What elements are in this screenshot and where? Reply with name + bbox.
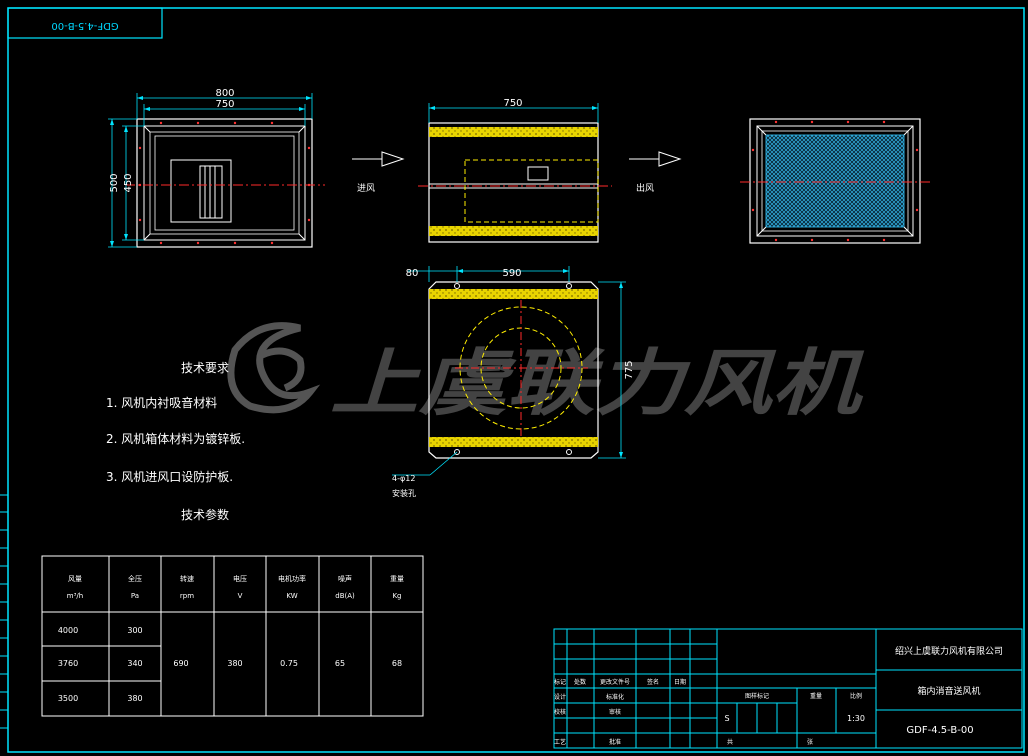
tb-r0-c2: 更改文件号 — [600, 678, 630, 686]
tb-scale-hdr: 比例 — [850, 692, 862, 700]
tb-r1-c2: 标准化 — [606, 693, 624, 701]
cell-power: 0.75 — [280, 659, 298, 668]
label-outlet: 出风 — [636, 182, 654, 194]
hdr-power-unit: KW — [286, 592, 297, 600]
hdr-speed-unit: rpm — [180, 592, 194, 600]
hdr-pressure: 全压 — [128, 574, 142, 583]
tb-sheet-label2: 张 — [807, 738, 813, 746]
watermark: 上虞联力风机 — [227, 322, 865, 425]
front-dim-inner-height: 450 — [123, 173, 134, 192]
param-table — [41, 555, 424, 717]
tb-r1-c0: 设计 — [554, 693, 566, 701]
hdr-noise: 噪声 — [338, 574, 352, 583]
side-view — [418, 103, 612, 243]
front-dim-outer-height: 500 — [109, 173, 120, 192]
top-dim-hole-spacing: 590 — [502, 268, 521, 279]
tb-stage-value: S — [724, 714, 729, 723]
hdr-voltage: 电压 — [233, 574, 247, 583]
requirement-item-2: 2. 风机箱体材料为镀锌板. — [106, 431, 245, 446]
hole-note-line2: 安装孔 — [392, 488, 416, 498]
front-view — [108, 93, 325, 248]
cell-speed: 690 — [173, 659, 188, 668]
requirement-item-1: 1. 风机内衬吸音材料 — [106, 395, 217, 410]
tb-r0-c3: 签名 — [647, 678, 659, 686]
cell-pressure-1: 300 — [127, 626, 142, 635]
tb-r2-c2: 审核 — [609, 708, 621, 716]
top-view — [392, 266, 626, 476]
front-dim-outer-width: 800 — [215, 88, 234, 99]
hdr-noise-unit: dB(A) — [335, 592, 355, 600]
insulation-top — [429, 127, 598, 137]
tb-r4-c0: 工艺 — [554, 738, 566, 746]
tb-r2-c0: 校核 — [554, 708, 566, 716]
tb-r0-c1: 处数 — [574, 678, 586, 686]
technical-requirements: 技术要求 1. 风机内衬吸音材料 2. 风机箱体材料为镀锌板. 3. 风机进风口… — [106, 361, 245, 522]
hdr-pressure-unit: Pa — [131, 592, 139, 600]
hdr-weight-unit: Kg — [392, 592, 401, 600]
label-inlet: 进风 — [357, 183, 375, 194]
top-insulation-top — [429, 289, 598, 299]
top-insulation-bottom — [429, 437, 598, 447]
tb-scale: 1:30 — [847, 714, 865, 723]
tb-weight-hdr: 重量 — [810, 692, 822, 700]
front-dim-inner-width: 750 — [215, 99, 234, 110]
param-table-headers: 风量 m³/h 全压 Pa 转速 rpm 电压 V 电机功率 KW 噪声 dB(… — [67, 574, 404, 600]
tb-r0-c0: 标记 — [554, 678, 566, 686]
cell-noise: 65 — [335, 659, 345, 668]
inlet-arrow-icon — [352, 151, 405, 167]
cell-pressure-2: 340 — [127, 659, 142, 668]
tb-r4-c2: 批准 — [609, 738, 621, 746]
cell-flow-3: 3500 — [58, 694, 78, 703]
rear-view — [740, 118, 930, 244]
cell-voltage: 380 — [227, 659, 242, 668]
tb-code: GDF-4.5-B-00 — [906, 725, 973, 736]
tb-product: 箱内消音送风机 — [917, 685, 980, 697]
top-dim-depth: 775 — [624, 360, 635, 379]
hdr-weight: 重量 — [390, 575, 404, 583]
tb-stage-hdr: 图样标记 — [745, 692, 769, 700]
requirements-title: 技术要求 — [181, 361, 229, 375]
cell-flow-1: 4000 — [58, 626, 78, 635]
hdr-voltage-unit: V — [238, 592, 243, 600]
protective-mesh — [765, 134, 905, 228]
outlet-arrow-icon — [629, 151, 682, 167]
hdr-speed: 转速 — [180, 574, 194, 583]
hole-note-line1: 4-φ12 — [392, 474, 415, 483]
tb-row-labels: 标记 处数 更改文件号 签名 日期 设计 标准化 校核 审核 工艺 批准 图样标… — [554, 678, 865, 746]
top-dim-offset: 80 — [406, 268, 419, 279]
top-drawing-tag: GDF-4.5-B-00 — [51, 20, 118, 31]
tb-r0-c4: 日期 — [674, 678, 686, 686]
hdr-flow-unit: m³/h — [67, 592, 83, 600]
title-block — [553, 628, 1023, 749]
insulation-bottom — [429, 226, 598, 236]
tb-sheet-label: 共 — [727, 738, 733, 746]
watermark-logo-icon — [227, 322, 321, 414]
params-title: 技术参数 — [181, 507, 229, 522]
tb-company: 绍兴上虞联力风机有限公司 — [895, 645, 1003, 657]
cell-pressure-3: 380 — [127, 694, 142, 703]
requirement-item-3: 3. 风机进风口设防护板. — [106, 469, 233, 484]
hdr-power: 电机功率 — [278, 574, 306, 583]
drawing-frame — [0, 7, 1025, 753]
side-dim-length: 750 — [503, 98, 522, 109]
cell-flow-2: 3760 — [58, 659, 78, 668]
cell-weight: 68 — [392, 659, 402, 668]
hdr-flow: 风量 — [68, 575, 82, 583]
param-table-values: 4000 3760 3500 300 340 380 690 380 0.75 … — [58, 626, 402, 703]
